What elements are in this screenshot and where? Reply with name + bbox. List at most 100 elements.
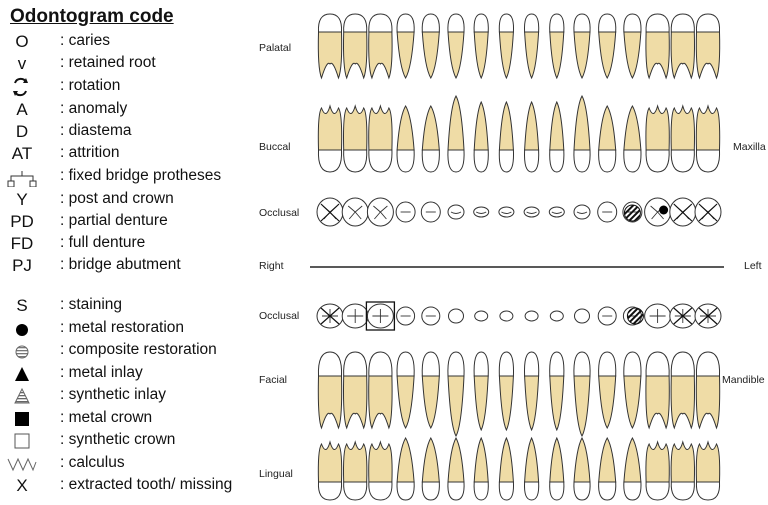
tooth-crown: [369, 352, 392, 376]
tooth-crown: [397, 352, 414, 376]
tooth-crown: [422, 14, 439, 32]
lingual-tooth: [525, 438, 539, 482]
lingual-tooth: [499, 438, 513, 482]
tooth-crown: [422, 352, 439, 376]
tooth-crown: [671, 482, 694, 500]
tooth-crown: [422, 150, 439, 172]
buccal-tooth: [369, 106, 392, 150]
tooth-crown: [524, 352, 538, 376]
composite-restoration-mark: [624, 205, 640, 221]
occlusal-tooth-lower: [500, 311, 513, 321]
tooth-crown: [550, 352, 564, 376]
lingual-tooth: [448, 438, 464, 482]
occlusal-tooth-lower: [550, 311, 563, 321]
tooth-crown: [422, 482, 439, 500]
palatal-tooth: [671, 32, 694, 78]
facial-tooth: [574, 376, 590, 436]
buccal-tooth: [344, 106, 367, 150]
tooth-crown: [474, 482, 488, 500]
facial-tooth: [646, 376, 669, 428]
tooth-crown: [318, 14, 341, 32]
palatal-tooth: [646, 32, 669, 78]
tooth-crown: [474, 150, 488, 172]
tooth-crown: [599, 352, 616, 376]
buccal-tooth: [397, 106, 414, 150]
tooth-crown: [696, 482, 719, 500]
facial-tooth: [671, 376, 694, 428]
buccal-tooth: [448, 96, 464, 150]
facial-tooth: [318, 376, 341, 428]
lingual-tooth: [646, 442, 669, 482]
occlusal-tooth-lower: [475, 311, 488, 321]
lingual-tooth: [474, 438, 488, 482]
tooth-crown: [524, 14, 538, 32]
occlusal-tooth-upper: [474, 207, 489, 217]
buccal-tooth: [499, 102, 513, 150]
tooth-crown: [318, 482, 341, 500]
tooth-crown: [599, 14, 616, 32]
tooth-crown: [624, 150, 641, 172]
palatal-tooth: [624, 32, 641, 78]
buccal-tooth: [574, 96, 590, 150]
tooth-crown: [499, 150, 513, 172]
facial-tooth: [499, 376, 513, 430]
facial-tooth: [397, 376, 414, 428]
tooth-crown: [671, 14, 694, 32]
palatal-tooth: [474, 32, 488, 78]
occlusal-tooth-lower: [575, 309, 590, 323]
metal-restoration-mark: [659, 206, 668, 215]
palatal-tooth: [369, 32, 392, 78]
tooth-crown: [696, 352, 719, 376]
tooth-crown: [624, 14, 641, 32]
occlusal-tooth-upper: [574, 205, 590, 219]
tooth-crown: [524, 150, 538, 172]
tooth-crown: [671, 150, 694, 172]
lingual-tooth: [318, 442, 341, 482]
occlusal-tooth-upper: [524, 207, 539, 217]
tooth-crown: [599, 482, 616, 500]
tooth-crown: [474, 352, 488, 376]
tooth-crown: [448, 150, 464, 172]
lingual-tooth: [574, 438, 590, 482]
palatal-tooth: [574, 32, 590, 78]
tooth-crown: [624, 352, 641, 376]
tooth-crown: [344, 14, 367, 32]
tooth-crown: [499, 14, 513, 32]
occlusal-tooth-lower: [449, 309, 464, 323]
occlusal-tooth-upper: [499, 207, 514, 217]
palatal-tooth: [599, 32, 616, 78]
buccal-tooth: [318, 106, 341, 150]
palatal-tooth: [696, 32, 719, 78]
palatal-tooth: [422, 32, 439, 78]
tooth-crown: [550, 150, 564, 172]
occlusal-tooth-upper: [549, 207, 564, 217]
buccal-tooth: [550, 102, 564, 150]
tooth-crown: [369, 150, 392, 172]
lingual-tooth: [671, 442, 694, 482]
lingual-tooth: [344, 442, 367, 482]
palatal-tooth: [344, 32, 367, 78]
facial-tooth: [525, 376, 539, 430]
palatal-tooth: [499, 32, 513, 78]
palatal-tooth: [550, 32, 564, 78]
facial-tooth: [422, 376, 439, 428]
lingual-tooth: [624, 438, 641, 482]
occlusal-tooth-lower: [525, 311, 538, 321]
tooth-crown: [397, 14, 414, 32]
lingual-tooth: [369, 442, 392, 482]
facial-tooth: [599, 376, 616, 428]
composite-restoration-mark: [627, 308, 643, 324]
buccal-tooth: [624, 106, 641, 150]
tooth-crown: [646, 14, 669, 32]
buccal-tooth: [422, 106, 439, 150]
tooth-crown: [397, 482, 414, 500]
tooth-crown: [344, 352, 367, 376]
tooth-crown: [397, 150, 414, 172]
facial-tooth: [474, 376, 488, 430]
tooth-crown: [318, 150, 341, 172]
tooth-crown: [646, 482, 669, 500]
tooth-crown: [318, 352, 341, 376]
tooth-crown: [344, 482, 367, 500]
lingual-tooth: [550, 438, 564, 482]
